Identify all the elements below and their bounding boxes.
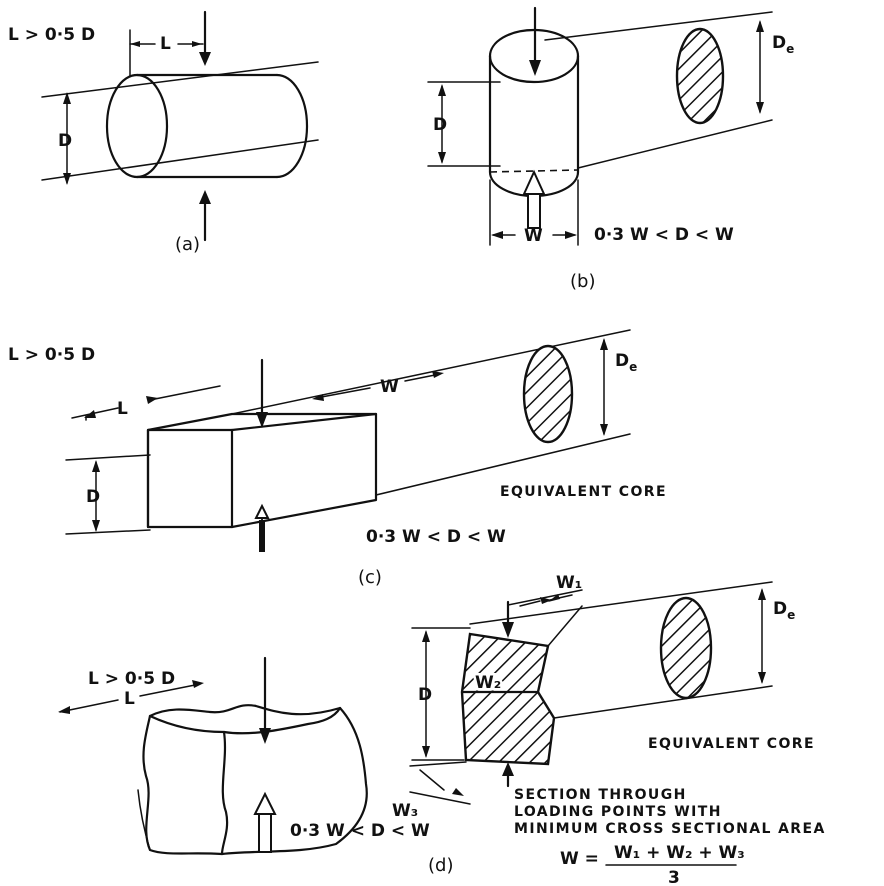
panel-d-equivalent-core: EQUIVALENT CORE — [648, 736, 815, 752]
panel-d-condition-top: L > 0·5 D — [88, 669, 175, 689]
panel-b-W-label: W — [524, 226, 543, 246]
panel-d-section-line1: SECTION THROUGH — [514, 787, 687, 803]
panel-c-L-label: L — [117, 399, 128, 419]
panel-d-De-label: De — [773, 599, 795, 622]
panel-d-caption: (d) — [428, 855, 453, 876]
panel-b-condition: 0·3 W < D < W — [594, 225, 734, 245]
panel-d-formula-numerator: W₁ + W₂ + W₃ — [614, 843, 745, 863]
panel-a: L > 0·5 D L D (a) — [8, 10, 319, 255]
panel-c-condition: 0·3 W < D < W — [366, 527, 506, 547]
panel-b-De-label: De — [772, 33, 794, 56]
panel-c-caption: (c) — [358, 567, 382, 588]
panel-b-D-label: D — [433, 115, 447, 135]
panel-d-section-line3: MINIMUM CROSS SECTIONAL AREA — [514, 821, 826, 837]
panel-d-W1-label: W₁ — [556, 573, 582, 593]
panel-d-L-label: L — [124, 689, 135, 709]
panel-a-D-label: D — [58, 131, 72, 151]
panel-c-equivalent-core: EQUIVALENT CORE — [500, 484, 667, 500]
panel-d-section-line2: LOADING POINTS WITH — [514, 804, 722, 820]
panel-c-De-label: De — [615, 351, 637, 374]
panel-d: L > 0·5 D L 0·3 W < D < W (d) W₂ — [58, 573, 826, 886]
panel-d-formula-lhs: W = — [560, 849, 599, 869]
panel-b: D W 0·3 W < D < W (b) De — [427, 6, 794, 292]
panel-a-caption: (a) — [175, 234, 200, 255]
panel-c-condition-top: L > 0·5 D — [8, 345, 95, 365]
panel-d-formula-denominator: 3 — [668, 868, 680, 886]
panel-d-D-label: D — [418, 685, 432, 705]
panel-d-W2-label: W₂ — [475, 673, 501, 693]
panel-d-condition: 0·3 W < D < W — [290, 821, 430, 841]
panel-b-caption: (b) — [570, 271, 595, 292]
panel-c: L > 0·5 D L W D 0·3 — [8, 329, 667, 588]
panel-a-L-label: L — [160, 34, 171, 54]
panel-d-W3-label: W₃ — [392, 801, 418, 821]
panel-a-condition: L > 0·5 D — [8, 25, 95, 45]
panel-c-D-label: D — [86, 487, 100, 507]
